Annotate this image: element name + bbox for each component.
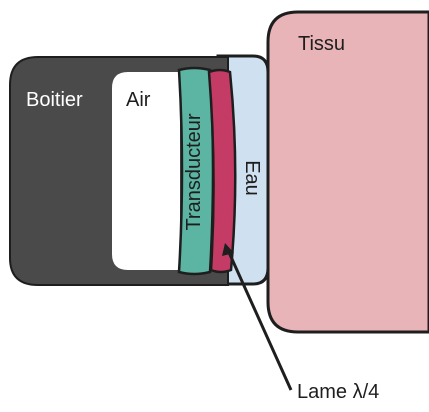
- boitier-label: Boitier: [26, 89, 83, 111]
- lame-pointer-line: [225, 247, 293, 391]
- lame-quart-onde: [207, 68, 237, 274]
- lame-pointer-arrowhead: [222, 243, 234, 256]
- air-label: Air: [126, 89, 151, 111]
- tissu-label: Tissu: [298, 33, 345, 55]
- transducteur-element: [177, 66, 215, 276]
- lame-label: Lame λ/4: [297, 381, 379, 403]
- transducteur-label: Transducteur: [183, 113, 205, 230]
- air-cavity: [112, 72, 180, 270]
- tissu-block: [266, 10, 429, 334]
- eau-label: Eau: [241, 160, 263, 196]
